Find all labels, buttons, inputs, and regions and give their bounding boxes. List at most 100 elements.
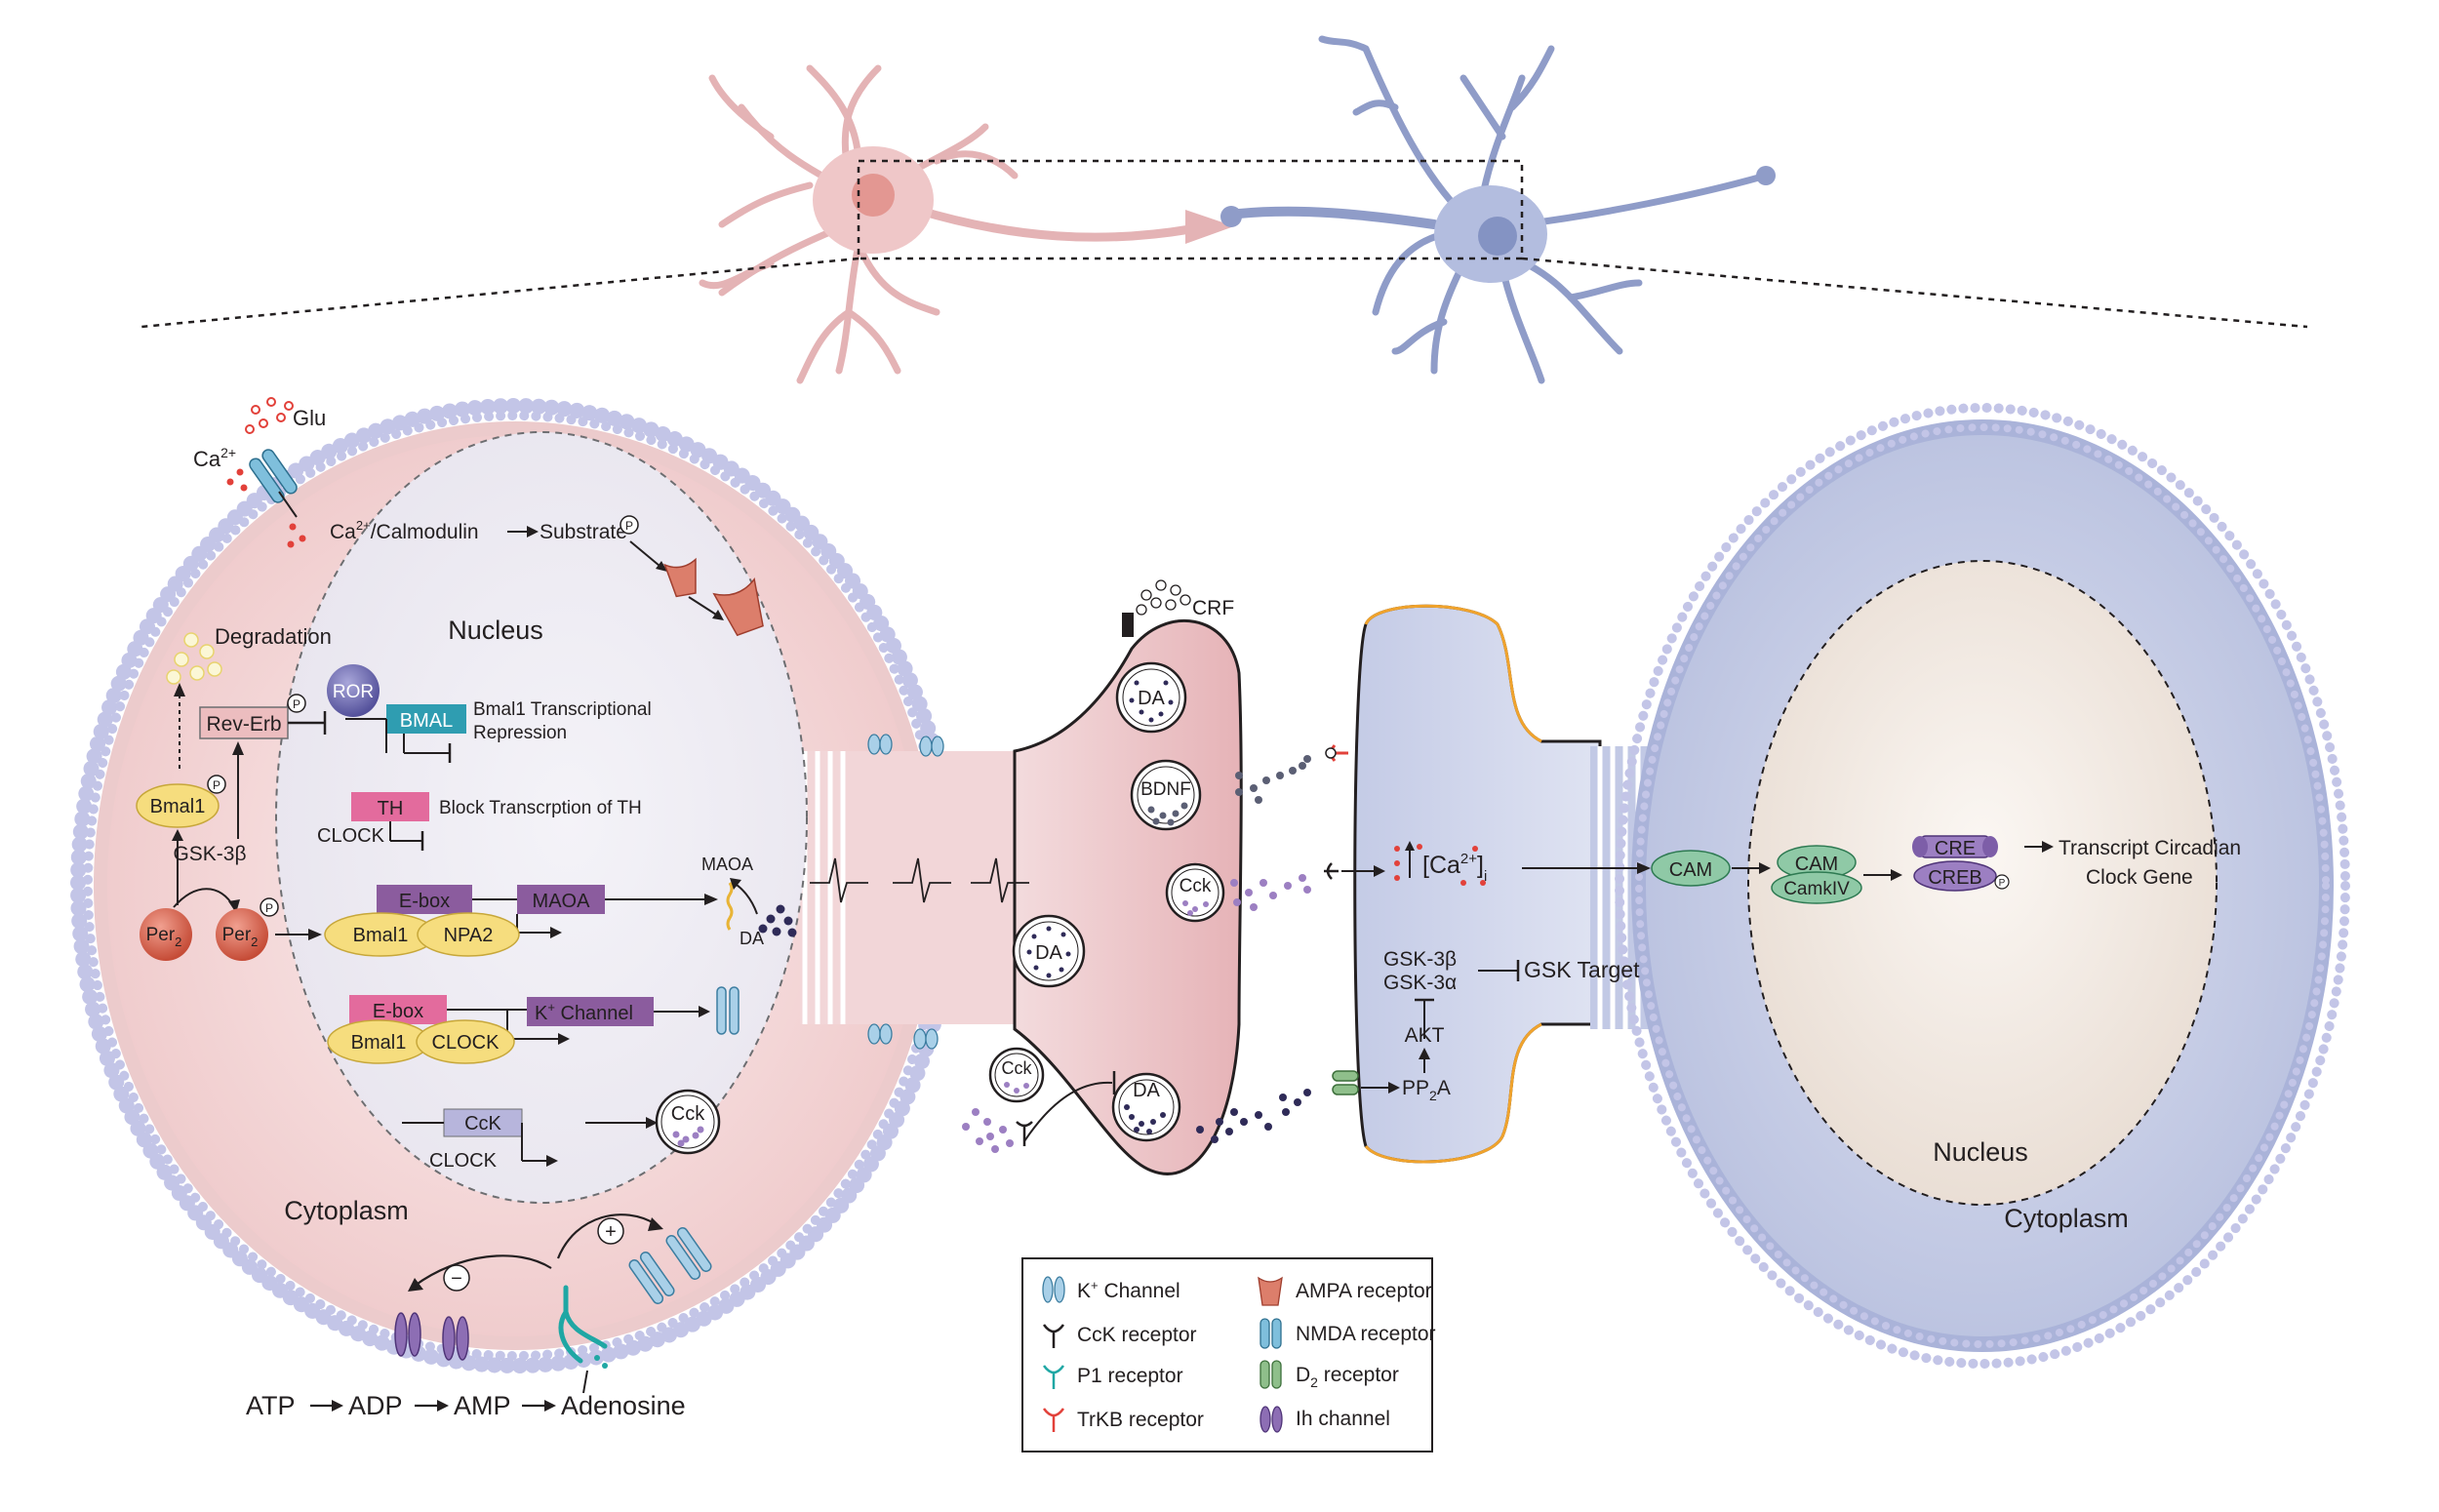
k-channel-box [527,997,654,1026]
svg-text:CLOCK: CLOCK [432,1032,500,1054]
zoom-indicator [140,159,2308,329]
ca-label: Ca [193,447,221,471]
svg-text:NPA2: NPA2 [444,925,494,946]
pre-cytoplasm-label: Cytoplasm [284,1196,409,1225]
svg-text:AMP: AMP [454,1391,511,1420]
cam-membrane [1651,850,1731,887]
svg-text:Bmal1: Bmal1 [150,796,206,817]
svg-text:P: P [1999,878,2006,889]
post-gsk3a-label: GSK-3α [1383,972,1457,994]
svg-text:P: P [293,697,300,711]
ror-label: ROR [333,682,374,702]
ror-protein [327,664,380,717]
ih-channel-icons [394,1312,469,1361]
legend-trkb-receptor-icon [1042,1408,1065,1432]
axon-k-channels [867,734,944,1050]
vesicle-da-mid [1012,914,1086,988]
vesicle-da-bottom [1111,1072,1181,1142]
nmda-receptor-icon [249,449,298,503]
maoa-out-label: MAOA [701,855,753,874]
glutamate-dots [245,397,294,434]
vesicle-bdnf-label: BDNF [1140,779,1191,800]
ebox1-box [377,885,472,914]
gsk3b-label: GSK-3β [173,843,246,865]
svg-text:Per2: Per2 [222,925,259,949]
k-channel-label: K [535,1003,548,1024]
svg-text:ATP: ATP [246,1391,296,1420]
legend-ampa-receptor-icon [1258,1276,1283,1306]
cck-box-label: CcK [464,1113,501,1134]
presynaptic-terminal [1013,618,1243,1175]
svg-text:Per2: Per2 [146,925,182,949]
cam2-label: CAM [1795,854,1838,875]
svg-text:PP2A: PP2A [1402,1077,1451,1103]
bmal1-repression-line1: Bmal1 Transcriptional [473,699,652,720]
action-potential-icons [810,857,1029,903]
calcium-rise [1394,841,1422,881]
bdnf-dots-cleft [1235,755,1311,804]
vesicle-cck-terminal-label: Cck [1180,876,1212,896]
degradation-label: Degradation [215,624,332,649]
maoa-box [517,885,605,914]
transcript-line1: Transcript Circadian [2059,837,2241,859]
legend-cck-receptor-icon [1042,1324,1065,1348]
cam1-label: CAM [1669,859,1712,881]
postsynaptic-terminal [1353,604,1602,1164]
transcript-line2: Clock Gene [2086,866,2193,889]
k-channel-icon [716,986,740,1035]
vesicle-bdnf [1130,759,1202,831]
plus-sign: + [605,1221,617,1243]
vesicle-da-bottom-label: DA [1133,1080,1160,1101]
legend-p1-receptor-label: P1 receptor [1077,1365,1183,1387]
legend: K+ Channel CcK receptor P1 receptor TrKB… [1021,1257,1436,1452]
legend-nmda-receptor-label: NMDA receptor [1296,1323,1436,1345]
bmal1-phospho: Bmal1 P [136,775,226,828]
pre-nucleus-label: Nucleus [448,616,543,645]
ebox2-label: E-box [373,1001,423,1022]
legend-trkb-receptor-label: TrKB receptor [1077,1409,1204,1431]
camkiv [1771,871,1862,904]
vesicle-cck-bottom-label: Cck [1002,1058,1033,1078]
crf-label: CRF [1192,597,1234,619]
svg-text:Adenosine: Adenosine [561,1391,686,1420]
ebox2-box [349,995,447,1024]
bmal-label: BMAL [400,710,453,732]
vesicle-da-top-label: DA [1138,688,1165,709]
vesicle-cck-bottom [988,1047,1045,1103]
legend-ih-channel-icon [1259,1406,1283,1433]
ampa-receptor-icon [712,577,764,637]
cck-box [443,1108,523,1137]
svg-text:ADP: ADP [348,1391,403,1420]
block-th-label: Block Transcrption of TH [439,798,642,818]
legend-nmda-receptor-icon [1259,1318,1282,1349]
legend-k-channel-label: K [1077,1280,1091,1302]
svg-text:P: P [625,519,633,533]
da-dots-cytoplasm [758,904,797,937]
legend-ampa-receptor-label: AMPA receptor [1296,1280,1432,1302]
k-channel-membrane-icons [628,1227,712,1304]
calcium-dots [226,468,306,548]
crf-dots [1136,579,1191,616]
maoa-enzyme-icon [726,882,734,931]
creb-label: CREB [1928,867,1982,889]
cck-vesicle-label: Cck [671,1103,705,1125]
cre-element [1912,835,1998,858]
legend-d2-receptor-icon [1259,1360,1282,1389]
glu-label: Glu [293,406,326,430]
vesicle-da-mid-label: DA [1035,942,1062,964]
post-nucleus-label: Nucleus [1933,1137,2028,1167]
cck-receptor-post-icon [1324,862,1339,880]
neuron-illustration-presynaptic [699,64,1234,384]
post-cytoplasm-label: Cytoplasm [2004,1204,2129,1233]
cck-dots-bottom [962,1108,1014,1153]
cck-dots-cleft [1230,874,1311,911]
bmal-box [386,704,466,734]
rev-erb-box [199,706,289,739]
gsk-target-label: GSK Target [1524,957,1640,982]
rev-erb-label: Rev-Erb [206,713,281,736]
maoa-box-label: MAOA [533,891,591,912]
svg-text:Bmal1: Bmal1 [353,925,409,946]
legend-ih-channel-label: Ih channel [1296,1408,1390,1430]
cck-receptor-terminal-icon [1016,1121,1033,1146]
d2-receptor-icon [1332,1070,1359,1095]
